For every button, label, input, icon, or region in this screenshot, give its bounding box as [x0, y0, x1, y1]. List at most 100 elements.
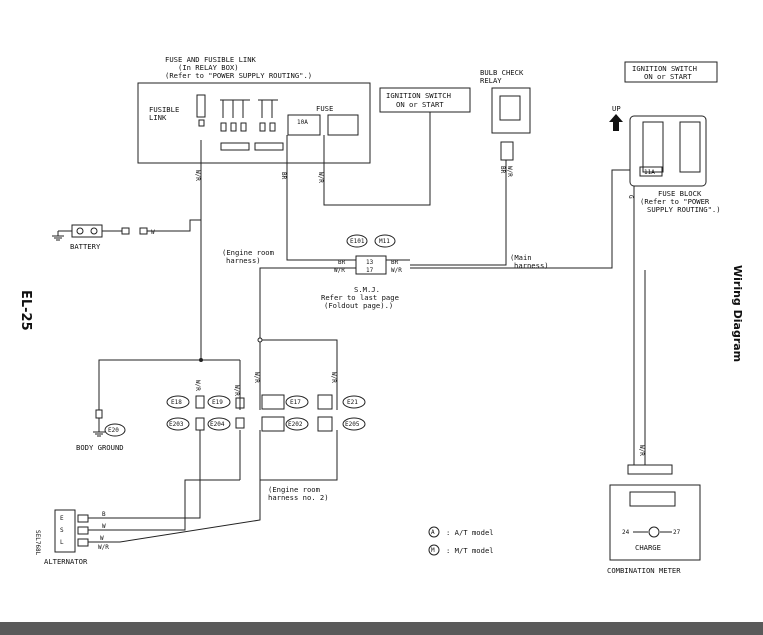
wire-wr-meter-label: W/R [638, 445, 645, 456]
connector-e204-label: E204 [210, 421, 225, 428]
meter-pin-27: 27 [673, 529, 681, 536]
up-arrow-icon [609, 114, 623, 131]
body-ground-label: BODY GROUND [76, 443, 124, 452]
connector-e202-label: E202 [288, 421, 303, 428]
fusible-links [196, 94, 284, 151]
ignition-switch-2 [624, 61, 718, 83]
connector-e18-label: E18 [171, 399, 182, 406]
connector-e17 [285, 395, 309, 409]
harness-no2-2: harness no. 2) [268, 493, 329, 502]
meter-connector-top [627, 464, 673, 475]
fuse-block-title: FUSE BLOCK [658, 189, 702, 198]
alt-wire-w: W [102, 523, 106, 530]
smj-pin-13: 13 [366, 259, 374, 266]
fuse-box [137, 82, 371, 164]
smj-title: S.M.J. [354, 285, 380, 294]
harness-engine-2: harness) [226, 256, 261, 265]
alt-code: SEL768L [34, 530, 41, 556]
alt-wire-wr: W/R [98, 544, 109, 551]
fuse-block-right [679, 121, 701, 173]
page-sheet [0, 0, 763, 622]
connector-e19 [207, 395, 231, 409]
harness-no2-link [259, 470, 338, 481]
harness-no2-1: (Engine room [268, 485, 320, 494]
relay-wire-label-2: W/R [506, 166, 513, 177]
connector-e19-label: E19 [212, 399, 223, 406]
battery-label: BATTERY [70, 242, 101, 251]
relay-line2: RELAY [480, 76, 502, 85]
legend-a-text: : A/T model [446, 528, 494, 537]
smj-wire-wr-left: W/R [334, 267, 345, 274]
ign1-line2: ON or START [396, 100, 444, 109]
legend-symbol-a [428, 526, 440, 538]
relay-coil [499, 95, 521, 121]
legend-m-text: : M/T model [446, 546, 494, 555]
connector-m11 [374, 234, 396, 248]
battery-wire-w: W [151, 229, 155, 236]
fuse-block-left [642, 121, 664, 173]
connector-e18 [166, 395, 190, 409]
connector-m11-label: M11 [379, 238, 390, 245]
wire-wr-label: W/R [317, 172, 324, 183]
wire-g-label: G [627, 195, 634, 199]
up-label: UP [612, 104, 621, 113]
alt-wire-b: B [102, 511, 106, 518]
mating-connectors [195, 394, 333, 432]
charge-lamp-icon [648, 526, 660, 538]
wire-wr-e18: W/R [194, 380, 201, 391]
alternator-label: ALTERNATOR [44, 557, 88, 566]
smj-wr-down [259, 267, 356, 340]
harness-main-2: harness) [514, 261, 549, 270]
smj-wire-br-left: BR [338, 259, 346, 266]
smj-connector [355, 255, 387, 275]
alt-terminal-e: E [60, 515, 64, 522]
wire-br-to-smj [286, 135, 335, 261]
junction-1 [257, 337, 263, 343]
alt-wire-e [88, 510, 201, 519]
smj-wire-br-right: BR [391, 259, 399, 266]
alt-wire-l [88, 480, 261, 543]
alternator [54, 509, 76, 553]
ign1-line1: IGNITION SWITCH [386, 91, 451, 100]
fuse-cell [327, 114, 359, 136]
side-code: EL-25 [18, 290, 33, 331]
connector-e21-label: E21 [347, 399, 358, 406]
connector-e21 [342, 395, 366, 409]
connector-e203 [166, 417, 190, 431]
connector-e204 [207, 417, 231, 431]
fuse-block-ref1: (Refer to "POWER [640, 197, 710, 206]
relay-wire [410, 160, 507, 266]
fuse-10a [287, 114, 321, 136]
wire-wr-e21: W/R [330, 372, 337, 383]
connector-e17-label: E17 [290, 399, 301, 406]
body-ground-symbol [93, 409, 105, 437]
fuse-box-ref: (Refer to "POWER SUPPLY ROUTING".) [165, 71, 312, 80]
fusible-label-1: FUSIBLE [149, 105, 179, 114]
fuse-block [629, 115, 707, 187]
wire-wr-e17: W/R [253, 372, 260, 383]
fusible-label-2: LINK [149, 113, 167, 122]
connector-e20 [104, 423, 126, 437]
harness-engine-1: (Engine room [222, 248, 274, 257]
legend-m-symbol: M [431, 547, 435, 554]
branch-e21 [260, 339, 338, 410]
battery-symbol [52, 224, 148, 241]
charge-label: CHARGE [635, 543, 661, 552]
smj-ref1: Refer to last page [321, 293, 399, 302]
relay-connector [500, 141, 514, 161]
ign2-line2: ON or START [644, 72, 692, 81]
junction-2 [199, 358, 203, 362]
smj-ref2: (Foldout page).) [324, 301, 393, 310]
connector-e202 [285, 417, 309, 431]
fuse-box-title: FUSE AND FUSIBLE LINK [165, 55, 257, 64]
relay-line1: BULB CHECK [480, 68, 524, 77]
ign2-line1: IGNITION SWITCH [632, 64, 697, 73]
fuse-box-subtitle: (In RELAY BOX) [178, 63, 239, 72]
connector-e205-label: E205 [345, 421, 360, 428]
wire-w-r-top: W/R [194, 170, 201, 181]
wire-br-label: BR [280, 172, 287, 180]
alt-terminal-l: L [60, 539, 64, 546]
connector-e101-label: E101 [350, 238, 365, 245]
ignition-switch-1 [379, 87, 471, 113]
